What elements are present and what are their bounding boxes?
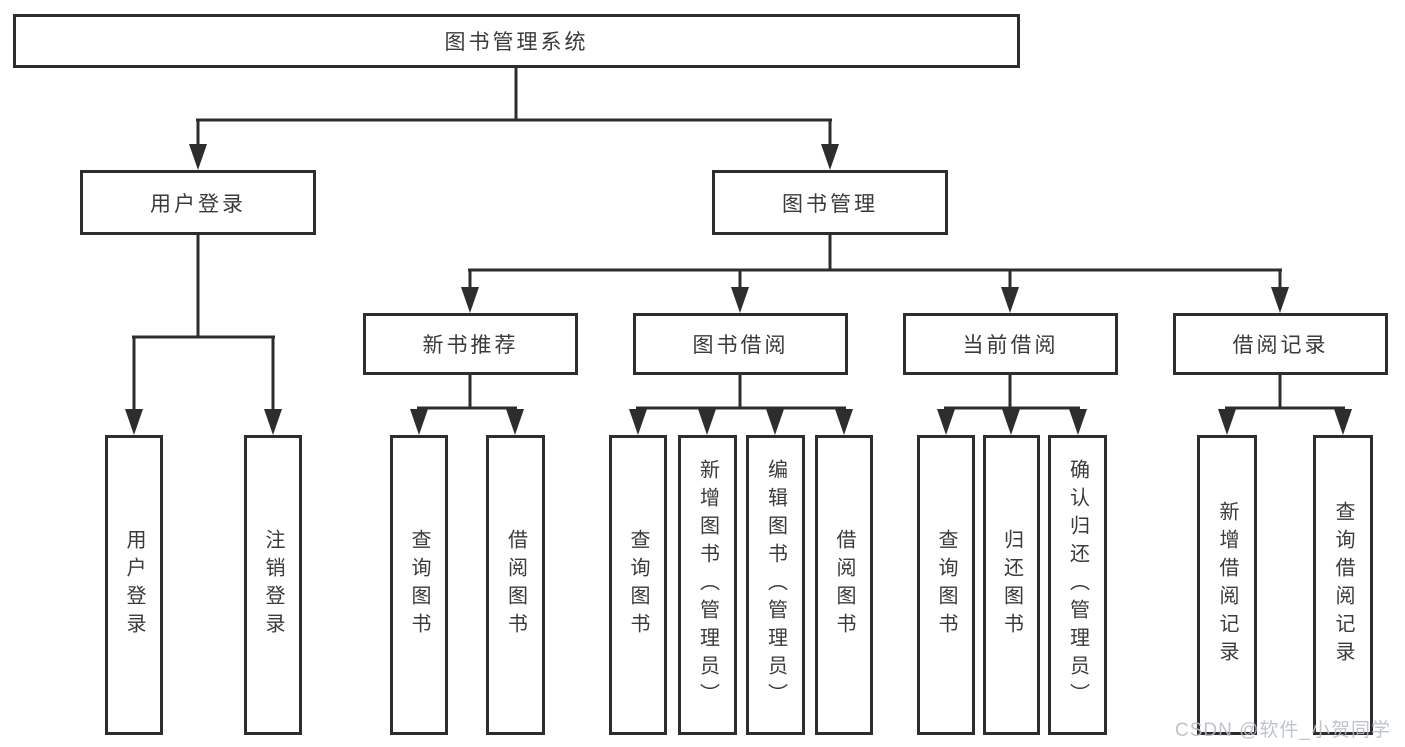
leaf-add-borrow-record: 新增借阅记录 xyxy=(1197,435,1257,735)
node-current-borrowing: 当前借阅 xyxy=(903,313,1118,375)
arrowhead-group xyxy=(125,144,1352,435)
node-book-borrowing: 图书借阅 xyxy=(633,313,848,375)
leaf-recommend-query-books: 查询图书 xyxy=(390,435,448,735)
node-root: 图书管理系统 xyxy=(13,14,1020,68)
node-user-login-module: 用户登录 xyxy=(80,170,316,235)
leaf-borrow-books: 借阅图书 xyxy=(815,435,873,735)
node-book-management: 图书管理 xyxy=(712,170,948,235)
leaf-current-query-books: 查询图书 xyxy=(917,435,975,735)
node-borrowing-records: 借阅记录 xyxy=(1173,313,1388,375)
leaf-borrow-query-books: 查询图书 xyxy=(609,435,667,735)
csdn-watermark: CSDN @软件_小贺同学 xyxy=(1175,720,1391,741)
leaf-user-login: 用户登录 xyxy=(105,435,163,735)
leaf-query-borrow-record: 查询借阅记录 xyxy=(1313,435,1373,735)
node-new-book-recommend: 新书推荐 xyxy=(363,313,578,375)
leaf-edit-books-admin: 编辑图书（管理员） xyxy=(746,435,805,735)
leaf-add-books-admin: 新增图书（管理员） xyxy=(678,435,737,735)
leaf-return-books: 归还图书 xyxy=(983,435,1040,735)
leaf-recommend-borrow-books: 借阅图书 xyxy=(486,435,545,735)
leaf-logout: 注销登录 xyxy=(244,435,302,735)
leaf-confirm-return-admin: 确认归还（管理员） xyxy=(1048,435,1107,735)
